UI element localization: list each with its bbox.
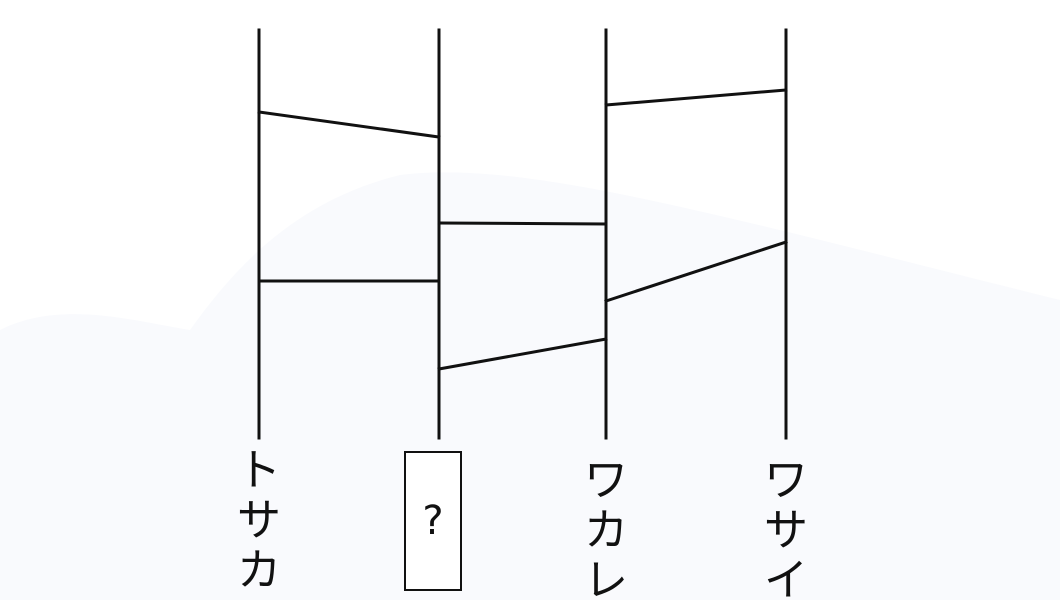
rung-3-4-upper: [604, 88, 788, 107]
label-char: カ: [584, 505, 628, 556]
label-char: レ: [584, 555, 628, 600]
rung-3-4-lower: [604, 240, 788, 303]
label-column-3: ワ カ レ: [576, 456, 636, 600]
label-char: イ: [764, 555, 808, 600]
label-column-1: ト サ カ: [229, 446, 289, 596]
label-char: ワ: [584, 455, 628, 506]
rung-2-3-upper: [437, 221, 608, 226]
label-column-4: ワ サ イ: [756, 456, 816, 600]
unknown-answer-box: ?: [404, 451, 462, 591]
label-char: サ: [764, 505, 808, 556]
label-char: ト: [237, 445, 281, 496]
label-char: ワ: [764, 455, 808, 506]
label-char: カ: [237, 545, 281, 596]
rung-2-3-lower: [437, 337, 608, 371]
rung-1-2-upper: [257, 110, 441, 139]
question-mark: ?: [422, 498, 444, 544]
label-char: サ: [237, 495, 281, 546]
